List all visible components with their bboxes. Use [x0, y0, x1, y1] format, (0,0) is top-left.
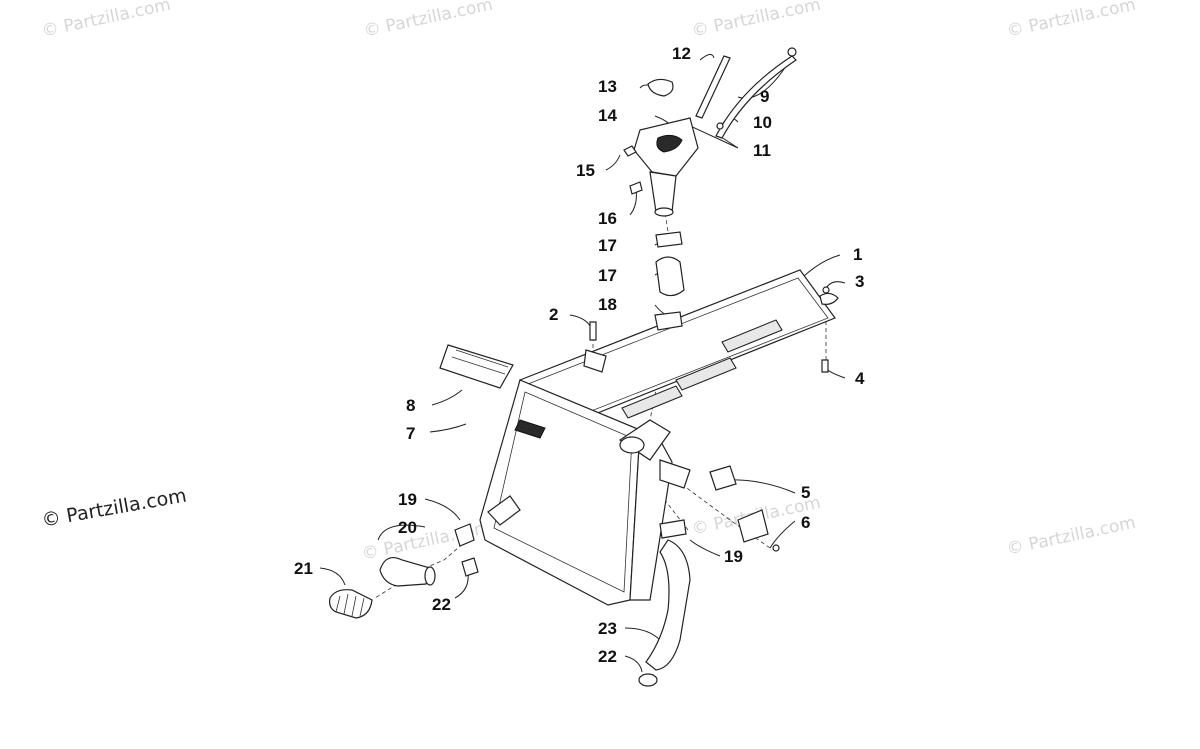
lower-right-hose	[638, 519, 691, 687]
radiator-shroud	[439, 344, 514, 389]
callout-17-upper: 17	[598, 236, 617, 255]
callout-3: 3	[855, 272, 865, 291]
callout-7: 7	[406, 424, 416, 443]
callout-9: 9	[760, 87, 770, 106]
callout-23: 23	[598, 619, 617, 638]
callout-22-right: 22	[598, 647, 617, 666]
callout-16: 16	[598, 209, 617, 228]
callout-18: 17	[598, 266, 617, 285]
callout-22-left: 22	[432, 595, 451, 614]
radiator-top-cover	[519, 269, 836, 431]
radiator-core	[479, 379, 691, 606]
callout-20: 20	[398, 518, 417, 537]
filler-neck-assembly	[623, 78, 699, 217]
lower-left-hoses	[329, 523, 479, 619]
callout-17-lower: 18	[598, 295, 617, 314]
mount-fasteners	[583, 286, 839, 373]
callout-15: 15	[576, 161, 595, 180]
callout-12: 12	[672, 44, 691, 63]
callout-2: 2	[549, 305, 559, 324]
callout-10: 10	[753, 113, 772, 132]
callout-1: 1	[853, 245, 863, 264]
upper-hose	[654, 231, 685, 331]
side-brackets	[709, 465, 780, 552]
callout-13: 13	[598, 77, 617, 96]
callout-8: 8	[406, 396, 416, 415]
callout-11: 11	[753, 141, 771, 160]
overflow-hoses	[695, 47, 797, 139]
callout-14: 14	[598, 106, 617, 125]
callout-21: 21	[294, 559, 313, 578]
callout-5: 5	[801, 483, 811, 502]
callout-4: 4	[855, 369, 865, 388]
callout-6: 6	[801, 513, 811, 532]
callout-19-left: 19	[398, 490, 417, 509]
callout-19-right: 19	[724, 547, 743, 566]
